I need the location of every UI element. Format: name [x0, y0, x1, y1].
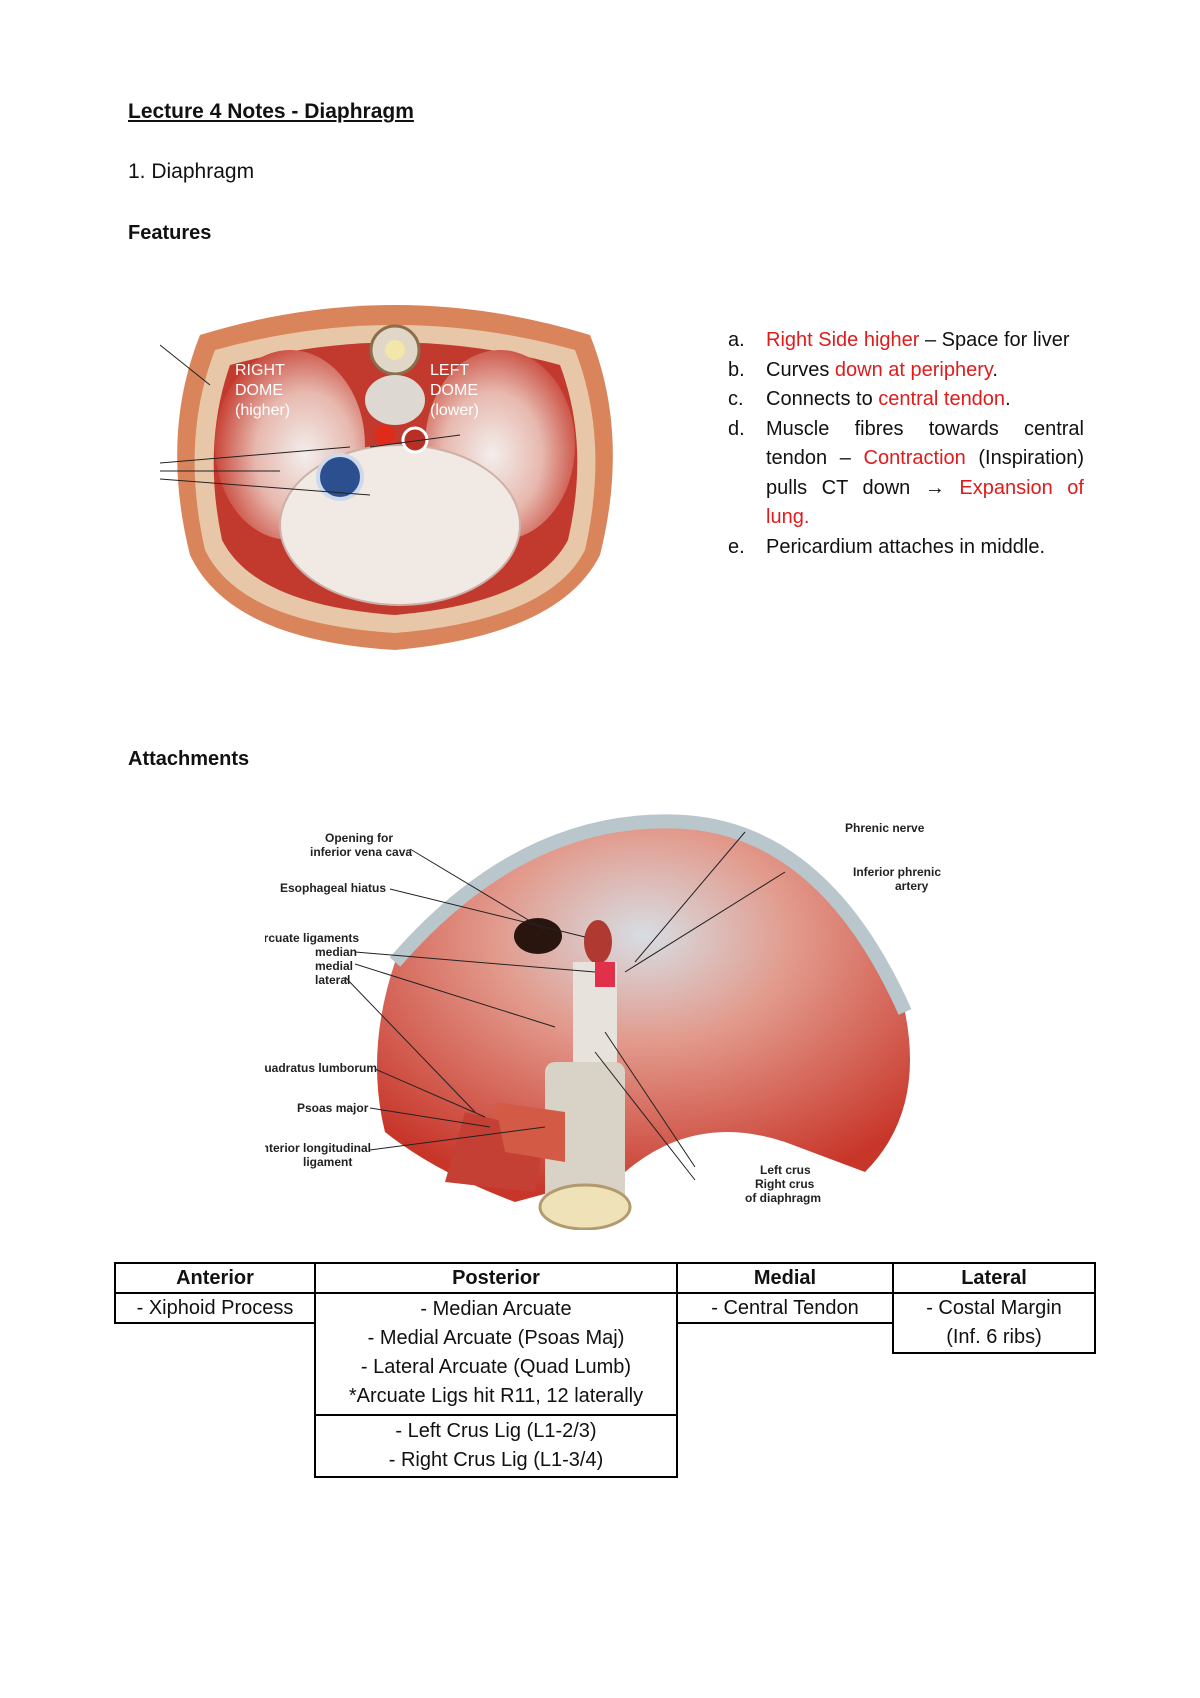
- feature-highlight: Expansion of lung.: [766, 476, 1084, 529]
- cell-posterior-1: - Median Arcuate - Medial Arcuate (Psoas…: [314, 1292, 678, 1416]
- left-dome-label-3: (lower): [430, 402, 479, 419]
- feature-text: Pericardium attaches in middle.: [766, 533, 1084, 563]
- diaphragm-superior-view-illustration: RIGHT DOME (higher) LEFT DOME (lower): [160, 305, 613, 650]
- feature-item: d. Muscle fibres towards central tendon –…: [728, 415, 1084, 533]
- anterior-longitudinal-label-1: Anterior longitudinal: [265, 1141, 371, 1155]
- feature-highlight: central tendon: [878, 388, 1006, 410]
- feature-item: c. Connects to central tendon.: [728, 385, 1084, 415]
- ivc-label-2: inferior vena cava: [310, 845, 412, 859]
- posterior-line-1: - Median Arcuate: [420, 1298, 572, 1320]
- arcuate-label-2: median: [315, 945, 357, 959]
- arcuate-label-4: lateral: [315, 973, 350, 987]
- feature-highlight: Contraction: [863, 447, 966, 469]
- lateral-line-2: (Inf. 6 ribs): [946, 1326, 1042, 1348]
- feature-letter: c.: [728, 388, 744, 410]
- lateral-line-1: - Costal Margin: [926, 1297, 1062, 1319]
- attachments-heading: Attachments: [128, 748, 250, 770]
- features-heading: Features: [128, 222, 212, 244]
- posterior-line-4: *Arcuate Ligs hit R11, 12 laterally: [348, 1385, 644, 1407]
- feature-text-part: .: [992, 358, 998, 381]
- posterior-line-3: - Lateral Arcuate (Quad Lumb): [360, 1356, 632, 1378]
- inferior-phrenic-label-2: artery: [895, 879, 929, 893]
- feature-item: a. Right Side higher – Space for liver: [728, 326, 1084, 356]
- feature-highlight: Right Side higher: [766, 329, 920, 351]
- arcuate-label-1: Arcuate ligaments: [265, 931, 359, 945]
- features-list: a. Right Side higher – Space for liver b. C…: [728, 326, 1084, 562]
- esophageal-hiatus-label: Esophageal hiatus: [280, 881, 386, 895]
- feature-letter: e.: [728, 535, 745, 558]
- posterior-line-5: - Left Crus Lig (L1-2/3): [395, 1420, 597, 1442]
- right-dome-label-3: (higher): [235, 402, 290, 419]
- feature-letter: a.: [728, 329, 745, 351]
- feature-text-part: Curves: [766, 358, 835, 381]
- feature-item: e. Pericardium attaches in middle.: [728, 533, 1084, 563]
- feature-text: Right Side higher – Space for liver: [766, 326, 1084, 356]
- arcuate-label-3: medial: [315, 959, 353, 973]
- cell-medial: - Central Tendon: [676, 1292, 894, 1324]
- right-dome-label-2: DOME: [235, 382, 283, 399]
- right-crus-label: Right crus: [755, 1177, 815, 1191]
- feature-text-part: (Inspiration) pulls CT down →: [766, 447, 1084, 499]
- cell-lateral: - Costal Margin (Inf. 6 ribs): [892, 1292, 1096, 1354]
- feature-letter: d.: [728, 417, 745, 440]
- cell-anterior: - Xiphoid Process: [114, 1292, 316, 1324]
- feature-text: Connects to central tendon.: [766, 385, 1084, 415]
- feature-text-part: Connects to: [766, 388, 879, 410]
- feature-text-part: Muscle fibres towards central tendon –: [766, 417, 1084, 470]
- inferior-phrenic-label-1: Inferior phrenic: [853, 865, 941, 879]
- left-crus-label: Left crus: [760, 1163, 811, 1177]
- feature-item: b. Curves down at periphery.: [728, 356, 1084, 386]
- feature-text-part: Pericardium attaches in middle.: [766, 535, 1046, 558]
- psoas-major-label: Psoas major: [297, 1101, 369, 1115]
- feature-letter: b.: [728, 358, 745, 381]
- ivc-label-1: Opening for: [325, 831, 393, 845]
- left-dome-label-1: LEFT: [430, 362, 469, 379]
- posterior-line-6: - Right Crus Lig (L1-3/4): [388, 1449, 604, 1471]
- header-posterior: Posterior: [314, 1262, 678, 1294]
- feature-text: Muscle fibres towards central tendon – C…: [766, 415, 1084, 533]
- posterior-line-2: - Medial Arcuate (Psoas Maj): [367, 1327, 625, 1349]
- right-dome-label-1: RIGHT: [235, 362, 285, 379]
- feature-text: Curves down at periphery.: [766, 356, 1084, 386]
- feature-text-part: .: [1005, 388, 1011, 410]
- page-title: Lecture 4 Notes - Diaphragm: [128, 100, 414, 123]
- quadratus-lumborum-label: Quadratus lumborum: [265, 1061, 377, 1075]
- diaphragm-inferior-view-illustration: Opening for inferior vena cava Esophagea…: [265, 814, 941, 1230]
- of-diaphragm-label: of diaphragm: [745, 1191, 821, 1205]
- section-heading: 1. Diaphragm: [128, 160, 255, 183]
- header-anterior: Anterior: [114, 1262, 316, 1294]
- header-lateral: Lateral: [892, 1262, 1096, 1294]
- anterior-longitudinal-label-2: ligament: [303, 1155, 352, 1169]
- cell-posterior-2: - Left Crus Lig (L1-2/3) - Right Crus Li…: [314, 1414, 678, 1478]
- feature-text-part: – Space for liver: [919, 329, 1070, 351]
- header-medial: Medial: [676, 1262, 894, 1294]
- phrenic-nerve-label: Phrenic nerve: [845, 821, 925, 835]
- left-dome-label-2: DOME: [430, 382, 478, 399]
- feature-highlight: down at periphery: [834, 358, 993, 381]
